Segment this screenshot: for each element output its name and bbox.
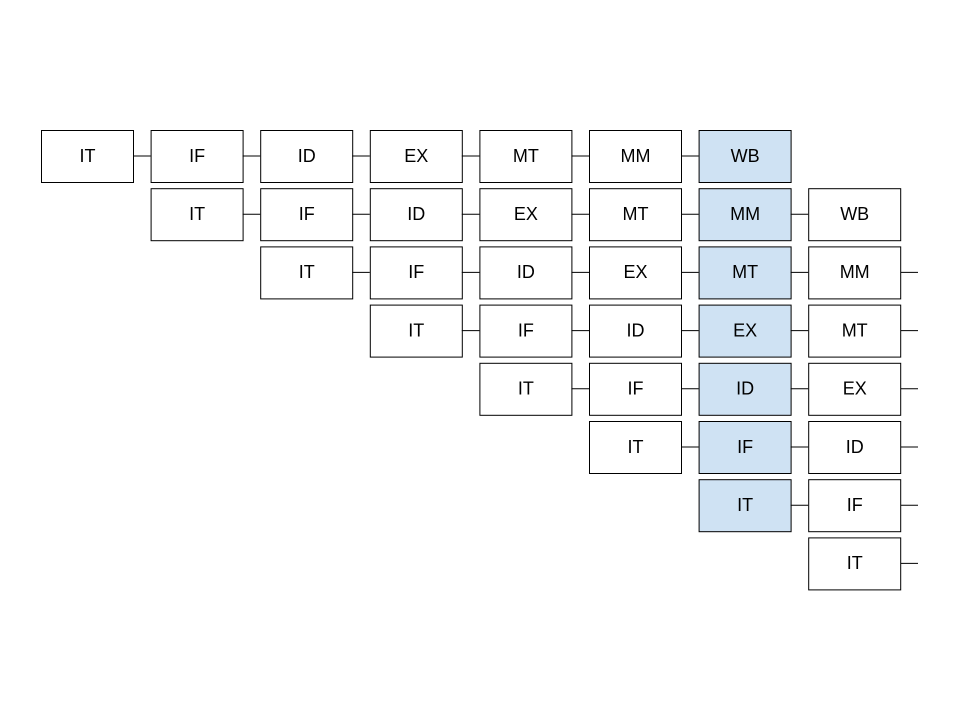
stage-label: ID xyxy=(517,262,535,282)
stage-box xyxy=(260,188,354,242)
stage-label: EX xyxy=(404,146,428,166)
stage-box xyxy=(369,246,463,300)
stage-box xyxy=(808,537,902,591)
stage-label: EX xyxy=(514,204,538,224)
stage-label: IT xyxy=(80,146,96,166)
pipeline-row: IT xyxy=(808,537,918,591)
pipeline-row: IT IF ID EX MT xyxy=(369,304,918,358)
stage-label: IF xyxy=(299,204,315,224)
stage-label: EX xyxy=(843,379,867,399)
stage-label: MT xyxy=(513,146,539,166)
stage-label: IT xyxy=(518,379,534,399)
pipeline-row: IT IF ID EX MT MM WB xyxy=(41,130,792,183)
stage-label: IT xyxy=(408,320,424,340)
stage-label: IF xyxy=(518,320,534,340)
stage-box-highlighted xyxy=(698,479,792,533)
stage-label: EX xyxy=(733,320,757,340)
stage-box xyxy=(479,362,573,416)
pipeline-row: IT IF ID EX xyxy=(479,362,918,416)
stage-label: ID xyxy=(407,204,425,224)
stage-label: MM xyxy=(730,204,760,224)
stage-box-highlighted xyxy=(698,304,792,358)
stage-label: MT xyxy=(842,320,868,340)
stage-box xyxy=(150,130,244,183)
stage-label: IT xyxy=(737,495,753,515)
stage-label: ID xyxy=(846,437,864,457)
stage-box xyxy=(41,130,134,183)
stage-box xyxy=(260,130,354,183)
stage-label: IT xyxy=(847,553,863,573)
stage-label: IF xyxy=(737,437,753,457)
stage-box xyxy=(589,130,682,183)
stage-label: MT xyxy=(623,204,649,224)
stage-label: WB xyxy=(731,146,760,166)
stage-label: ID xyxy=(298,146,316,166)
stage-label: IF xyxy=(189,146,205,166)
stage-box-highlighted xyxy=(698,130,792,183)
stage-box xyxy=(589,421,682,474)
stage-label: EX xyxy=(623,262,647,282)
stage-box xyxy=(808,421,902,474)
stage-box-highlighted xyxy=(698,362,792,416)
stage-label: MM xyxy=(621,146,651,166)
stage-box xyxy=(479,130,573,183)
pipeline-row: IT IF ID EX MT MM WB xyxy=(150,188,902,242)
stage-box xyxy=(479,188,573,242)
stage-label: MM xyxy=(840,262,870,282)
stage-box xyxy=(369,304,463,358)
stage-box xyxy=(808,304,902,358)
pipeline-row: IT IF ID EX MT MM xyxy=(260,246,918,300)
stage-label: ID xyxy=(627,320,645,340)
stage-box xyxy=(589,188,682,242)
stage-box-highlighted xyxy=(698,188,792,242)
stage-box xyxy=(479,246,573,300)
stage-box-highlighted xyxy=(698,246,792,300)
stage-label: IF xyxy=(408,262,424,282)
stage-box xyxy=(589,246,682,300)
stage-box xyxy=(808,362,902,416)
stage-label: IT xyxy=(299,262,315,282)
stage-box xyxy=(369,130,463,183)
stage-label: MT xyxy=(732,262,758,282)
stage-label: IF xyxy=(628,379,644,399)
pipeline-row: IT IF ID xyxy=(589,421,918,474)
stage-box xyxy=(260,246,354,300)
stage-label: IT xyxy=(189,204,205,224)
stage-label: IF xyxy=(847,495,863,515)
stage-box xyxy=(589,362,682,416)
pipeline-row: IT IF xyxy=(698,479,918,533)
stage-label: IT xyxy=(628,437,644,457)
stage-box xyxy=(589,304,682,358)
stage-box xyxy=(150,188,244,242)
stage-label: WB xyxy=(840,204,869,224)
stage-box xyxy=(808,188,902,242)
stage-label: ID xyxy=(736,379,754,399)
